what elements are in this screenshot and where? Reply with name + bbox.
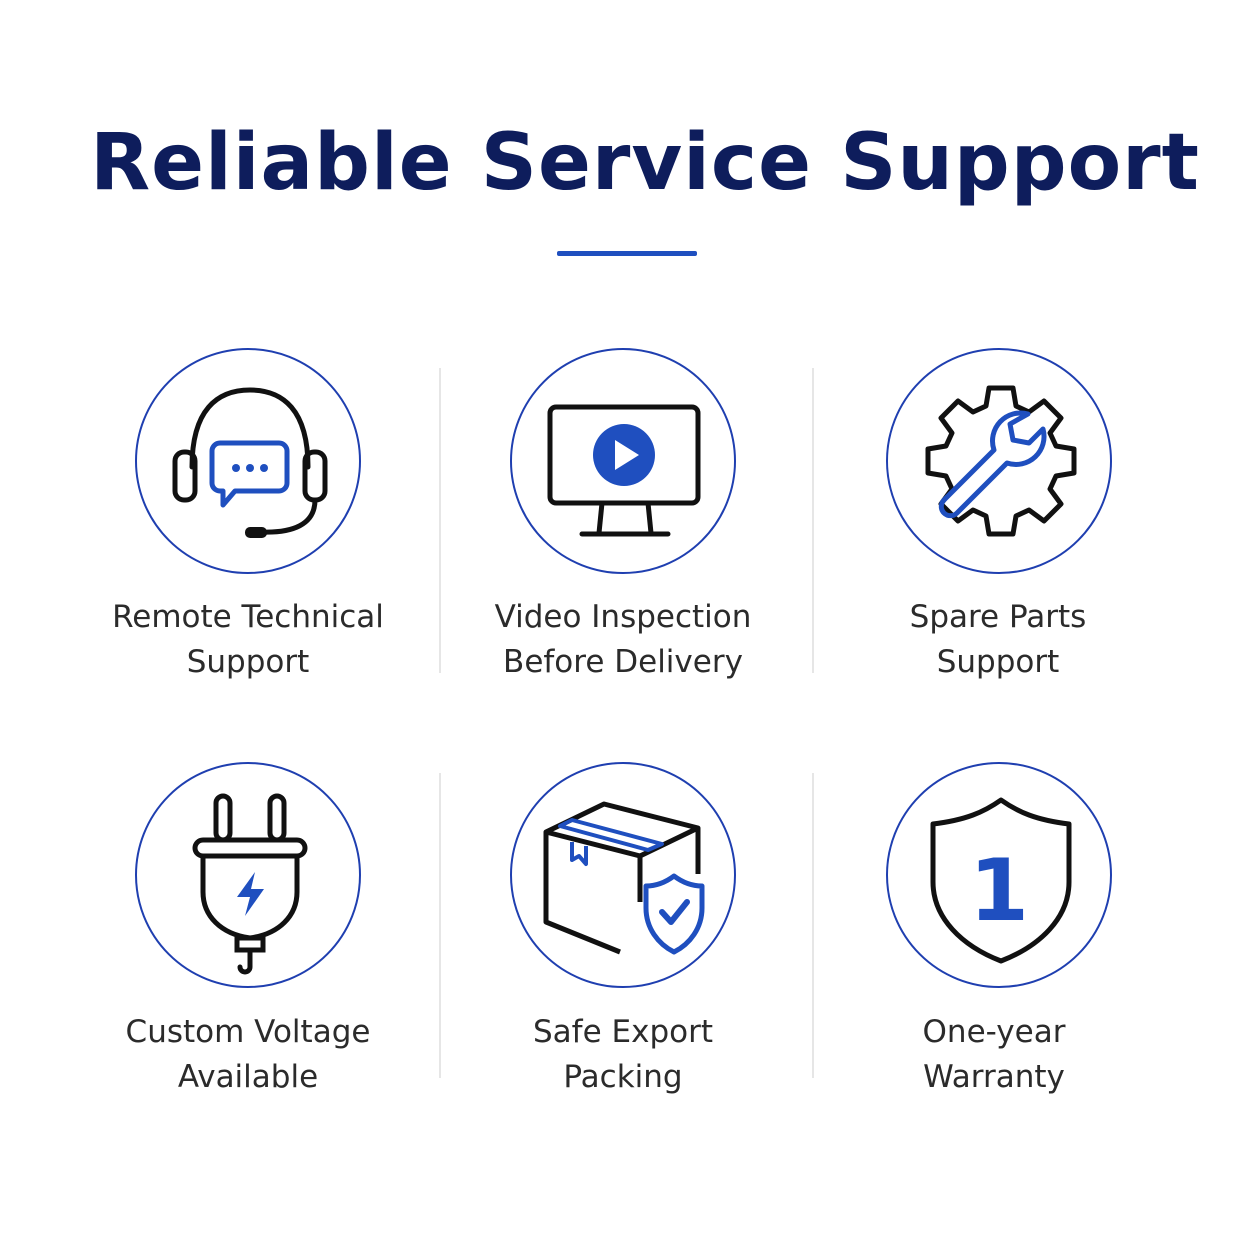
feature-label-warranty: One-year Warranty: [829, 1010, 1159, 1100]
feature-label-line: Remote Technical: [112, 599, 384, 635]
feature-label-line: Warranty: [923, 1059, 1065, 1095]
feature-label-line: One-year: [922, 1014, 1066, 1050]
feature-label-line: Available: [177, 1059, 319, 1095]
feature-label-line: Spare Parts: [909, 599, 1087, 635]
power-plug-icon: [135, 762, 361, 988]
feature-label-safe-export: Safe Export Packing: [458, 1010, 788, 1100]
headset-chat-icon: [135, 348, 361, 574]
column-divider: [812, 773, 814, 1078]
feature-label-line: Safe Export: [533, 1014, 713, 1050]
feature-label-video-inspection: Video Inspection Before Delivery: [458, 595, 788, 685]
box-shield-icon: [510, 762, 736, 988]
feature-label-line: Custom Voltage: [125, 1014, 371, 1050]
gear-wrench-icon: [886, 348, 1112, 574]
column-divider: [439, 368, 441, 673]
feature-label-line: Support: [186, 644, 310, 680]
feature-label-remote-technical-support: Remote Technical Support: [83, 595, 413, 685]
feature-label-line: Video Inspection: [494, 599, 752, 635]
page-title: Reliable Service Support: [90, 118, 1200, 208]
feature-label-custom-voltage: Custom Voltage Available: [83, 1010, 413, 1100]
title-underline: [557, 251, 697, 256]
feature-label-line: Before Delivery: [503, 644, 743, 680]
warranty-number: 1: [969, 841, 1029, 941]
feature-label-line: Packing: [563, 1059, 683, 1095]
video-monitor-icon: [510, 348, 736, 574]
column-divider: [439, 773, 441, 1078]
feature-label-spare-parts: Spare Parts Support: [833, 595, 1163, 685]
warranty-shield-icon: 1: [886, 762, 1112, 988]
feature-label-line: Support: [936, 644, 1060, 680]
column-divider: [812, 368, 814, 673]
